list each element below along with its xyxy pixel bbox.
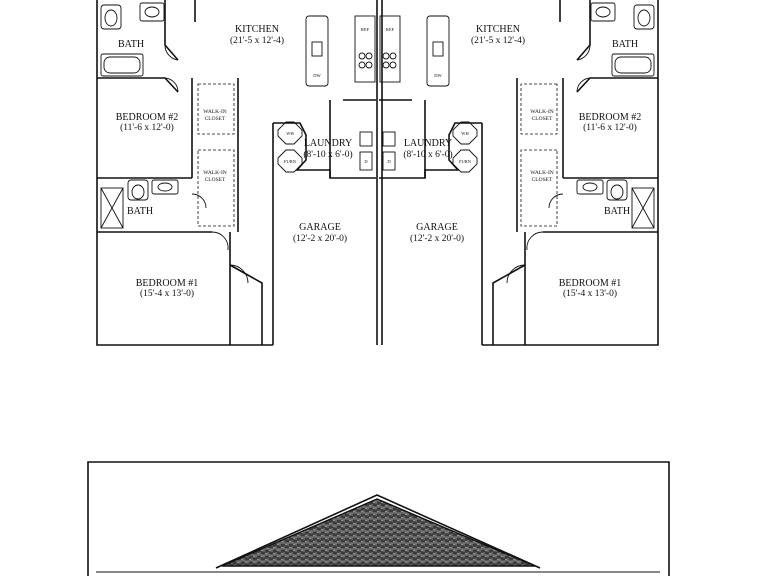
furnace-label: FURN xyxy=(459,159,472,164)
bath-top-fixtures-right xyxy=(590,2,655,77)
water-heater-label: WH xyxy=(286,131,294,136)
bath-bottom-fixtures-right xyxy=(576,179,655,229)
door-swing xyxy=(211,231,229,251)
closet-a-label-2: CLOSET xyxy=(205,116,226,122)
roof-outline xyxy=(87,461,670,576)
laundry-fixtures-right xyxy=(382,121,478,173)
labels-right: KITCHEN (21'-5 x 12'-4) BATH BEDROOM #2 … xyxy=(386,24,641,299)
laundry-dims: (8'-10 x 6'-0) xyxy=(403,149,452,160)
bedroom2-dims: (11'-6 x 12'-0) xyxy=(583,122,637,133)
gable-trim xyxy=(215,494,541,569)
bath-bottom-label: BATH xyxy=(127,206,153,217)
bedroom2-dims: (11'-6 x 12'-0) xyxy=(120,122,174,133)
kitchen-label: KITCHEN xyxy=(476,24,520,35)
bath-bottom-label: BATH xyxy=(604,206,630,217)
bedroom2-label: BEDROOM #2 xyxy=(579,112,642,123)
closet-a-label-2: CLOSET xyxy=(532,116,553,122)
front-elevation xyxy=(87,461,670,576)
closet-rod xyxy=(197,149,235,227)
closet-b-label-2: CLOSET xyxy=(205,177,226,183)
unit-right xyxy=(379,0,659,346)
closet-rod xyxy=(197,83,235,135)
furnace-label: FURN xyxy=(284,159,297,164)
dryer-label: D xyxy=(364,159,368,164)
door-swing xyxy=(164,44,179,61)
kitchen-dims: (21'-5 x 12'-4) xyxy=(230,35,284,46)
garage-dims: (12'-2 x 20'-0) xyxy=(293,233,347,244)
bath-top-fixtures-left xyxy=(100,2,165,77)
bedroom1-label: BEDROOM #1 xyxy=(559,278,622,289)
door-swing xyxy=(164,77,179,93)
bedroom1-dims: (15'-4 x 13'-0) xyxy=(140,288,194,299)
bath-bottom-fixtures-left xyxy=(100,179,179,229)
kitchen-fixtures-right xyxy=(379,15,450,87)
party-wall xyxy=(376,0,383,345)
door-swing xyxy=(229,264,249,284)
walls-left xyxy=(96,0,376,346)
roof-gable xyxy=(221,498,536,567)
bedroom1-label: BEDROOM #1 xyxy=(136,278,199,289)
bedroom1-dims: (15'-4 x 13'-0) xyxy=(563,288,617,299)
bath-top-label: BATH xyxy=(118,39,144,50)
refrigerator-label: REF xyxy=(386,27,395,32)
laundry-label: LAUNDRY xyxy=(304,138,352,149)
closet-a-label-1: WALK-IN xyxy=(203,109,227,115)
bedroom2-label: BEDROOM #2 xyxy=(116,112,179,123)
closet-a-label-1: WALK-IN xyxy=(530,109,554,115)
garage-label: GARAGE xyxy=(416,222,458,233)
closet-b-label-1: WALK-IN xyxy=(203,170,227,176)
laundry-fixtures-left xyxy=(277,121,373,173)
refrigerator-label: REF xyxy=(361,27,370,32)
kitchen-fixtures-left xyxy=(305,15,376,87)
labels-left: KITCHEN (21'-5 x 12'-4) BATH BEDROOM #2 … xyxy=(116,24,370,299)
closet-b-label-2: CLOSET xyxy=(532,177,553,183)
door-swing xyxy=(191,193,207,209)
dishwasher-label: DW xyxy=(434,73,442,78)
kitchen-dims: (21'-5 x 12'-4) xyxy=(471,35,525,46)
laundry-dims: (8'-10 x 6'-0) xyxy=(303,149,352,160)
bath-top-label: BATH xyxy=(612,39,638,50)
water-heater-label: WH xyxy=(461,131,469,136)
kitchen-label: KITCHEN xyxy=(235,24,279,35)
dishwasher-label: DW xyxy=(313,73,321,78)
closet-b-label-1: WALK-IN xyxy=(530,170,554,176)
laundry-label: LAUNDRY xyxy=(404,138,452,149)
garage-label: GARAGE xyxy=(299,222,341,233)
unit-left xyxy=(96,0,376,346)
garage-dims: (12'-2 x 20'-0) xyxy=(410,233,464,244)
dryer-label: D xyxy=(387,159,391,164)
